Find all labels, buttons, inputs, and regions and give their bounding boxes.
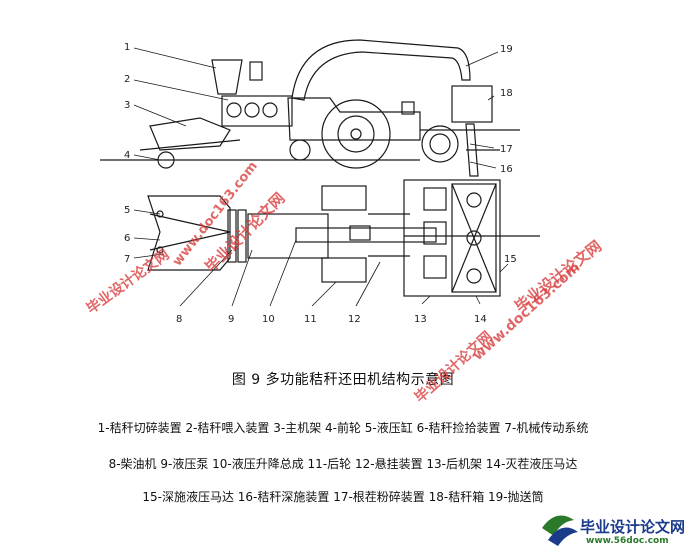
throw-tube bbox=[291, 39, 471, 101]
rear-frame bbox=[403, 179, 501, 297]
part-number-17: 17 bbox=[500, 144, 513, 155]
deep-apply-device bbox=[465, 123, 479, 177]
brand-logo-icon bbox=[542, 515, 578, 546]
part-number-11: 11 bbox=[304, 314, 317, 325]
stubble-crusher bbox=[421, 125, 459, 163]
part-number-1: 1 bbox=[124, 42, 130, 53]
pickup-frame bbox=[147, 195, 231, 271]
brand-url: www.56doc.com bbox=[586, 536, 669, 546]
legend-line-3: 15-深施液压马达 16-秸秆深施装置 17-根茬粉碎装置 18-秸秆箱 19-… bbox=[142, 490, 544, 504]
part-number-8: 8 bbox=[176, 314, 182, 325]
tractor-body bbox=[287, 97, 421, 141]
part-number-14: 14 bbox=[474, 314, 487, 325]
tractor-rear-wheel bbox=[321, 99, 391, 169]
part-number-4: 4 bbox=[124, 150, 130, 161]
part-number-10: 10 bbox=[262, 314, 275, 325]
side-view bbox=[100, 39, 520, 177]
chopper-hopper bbox=[211, 59, 243, 95]
part-number-7: 7 bbox=[124, 254, 130, 265]
part-number-19: 19 bbox=[500, 44, 513, 55]
part-number-18: 18 bbox=[500, 88, 513, 99]
part-number-12: 12 bbox=[348, 314, 361, 325]
part-number-15: 15 bbox=[504, 254, 517, 265]
top-view bbox=[147, 179, 540, 297]
part-number-9: 9 bbox=[228, 314, 234, 325]
feeding-device bbox=[221, 95, 293, 127]
legend-line-1: 1-秸秆切碎装置 2-秸秆喂入装置 3-主机架 4-前轮 5-液压缸 6-秸秆捡… bbox=[97, 421, 589, 435]
figure-title: 图 9 多功能秸秆还田机结构示意图 bbox=[231, 372, 455, 388]
straw-box bbox=[451, 85, 493, 123]
brand-name: 毕业设计论文网 bbox=[580, 518, 686, 536]
main-frame-top bbox=[247, 213, 329, 259]
legend-line-2: 8-柴油机 9-液压泵 10-液压升降总成 11-后轮 12-悬挂装置 13-后… bbox=[108, 457, 578, 471]
part-number-6: 6 bbox=[124, 233, 130, 244]
part-number-3: 3 bbox=[124, 100, 130, 111]
leader-lines bbox=[133, 47, 509, 307]
part-number-2: 2 bbox=[124, 74, 130, 85]
part-number-5: 5 bbox=[124, 205, 130, 216]
part-number-16: 16 bbox=[500, 164, 513, 175]
part-number-13: 13 bbox=[414, 314, 427, 325]
main-frame bbox=[149, 117, 231, 151]
